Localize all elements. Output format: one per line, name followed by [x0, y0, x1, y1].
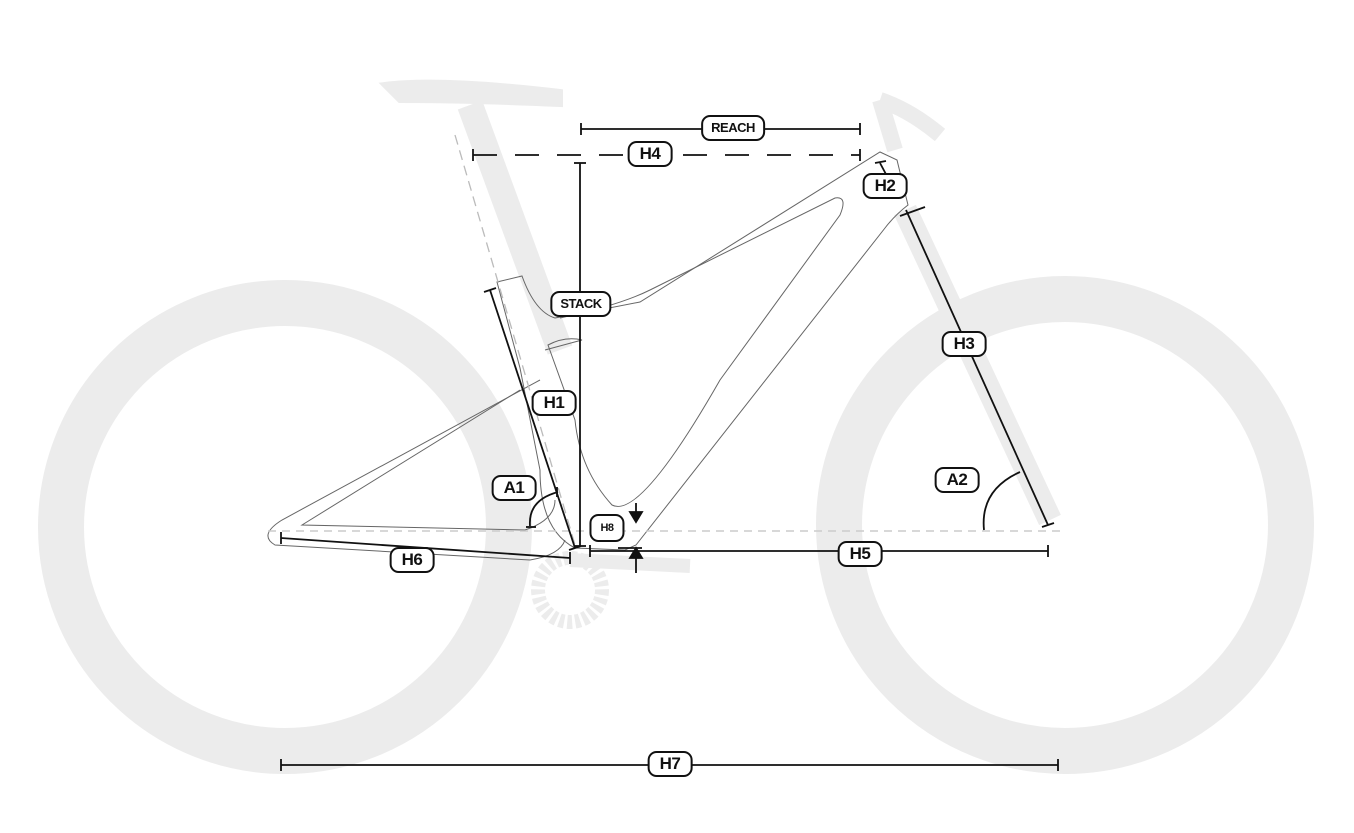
h2-label: H2 [862, 173, 908, 199]
h6-label: H6 [389, 547, 435, 573]
stack-label: STACK [550, 291, 612, 317]
h4-label: H4 [627, 141, 673, 167]
h1-label: H1 [531, 390, 577, 416]
frame-outline [267, 151, 909, 561]
h4-line [472, 149, 861, 161]
a2-arc [982, 471, 1021, 531]
h5-label: H5 [837, 541, 883, 567]
handlebar [872, 92, 946, 153]
saddle [378, 79, 563, 108]
bike-silhouette [38, 79, 1314, 774]
a1-label: A1 [491, 475, 537, 501]
rear-wheel [38, 280, 532, 774]
h1-line [483, 287, 582, 551]
seatpost [457, 100, 573, 355]
h8-label: H8 [589, 514, 625, 542]
h3-line [899, 206, 1055, 528]
chainring [531, 551, 691, 629]
seat-tube-reference [454, 134, 576, 546]
h5-line [589, 545, 1049, 557]
a2-label: A2 [934, 467, 980, 493]
h8-arrows [618, 503, 644, 573]
reach-label: REACH [701, 115, 765, 141]
a1-arc [526, 487, 559, 528]
h7-label: H7 [647, 751, 693, 777]
h3-label: H3 [941, 331, 987, 357]
stack-line [574, 162, 586, 547]
dimension-lines [280, 123, 1059, 771]
front-wheel [816, 276, 1314, 774]
